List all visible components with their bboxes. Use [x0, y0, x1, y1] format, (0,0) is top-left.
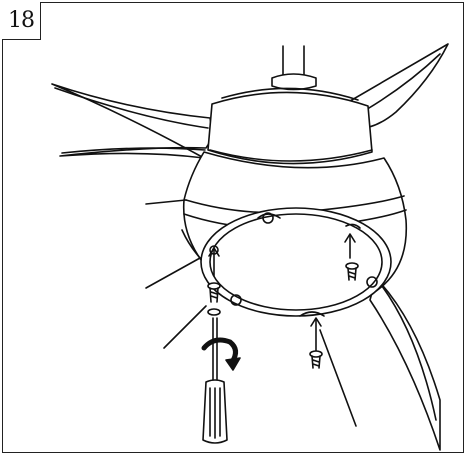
pointer-to-housing	[145, 199, 187, 205]
motor-housing-top	[207, 87, 373, 165]
pointer-to-screw-hole	[145, 257, 201, 289]
screwdriver-icon	[202, 317, 228, 444]
screw-icon	[309, 350, 323, 369]
pointer-to-screw	[163, 305, 207, 349]
step-number: 18	[8, 8, 35, 33]
fan-blade-left	[51, 83, 213, 159]
washer	[207, 308, 221, 316]
downrod	[271, 45, 317, 91]
step-number-box: 18	[2, 2, 41, 40]
rotate-clockwise-arrow-icon	[201, 337, 241, 371]
screw-icon	[207, 282, 221, 303]
pointer-to-plate-hole	[319, 329, 357, 427]
fan-blade-front-right	[369, 277, 441, 451]
mounting-plate	[200, 207, 392, 317]
pointer-lines	[145, 199, 357, 427]
assembly-arrows	[208, 233, 356, 353]
screw-icon	[345, 262, 359, 281]
